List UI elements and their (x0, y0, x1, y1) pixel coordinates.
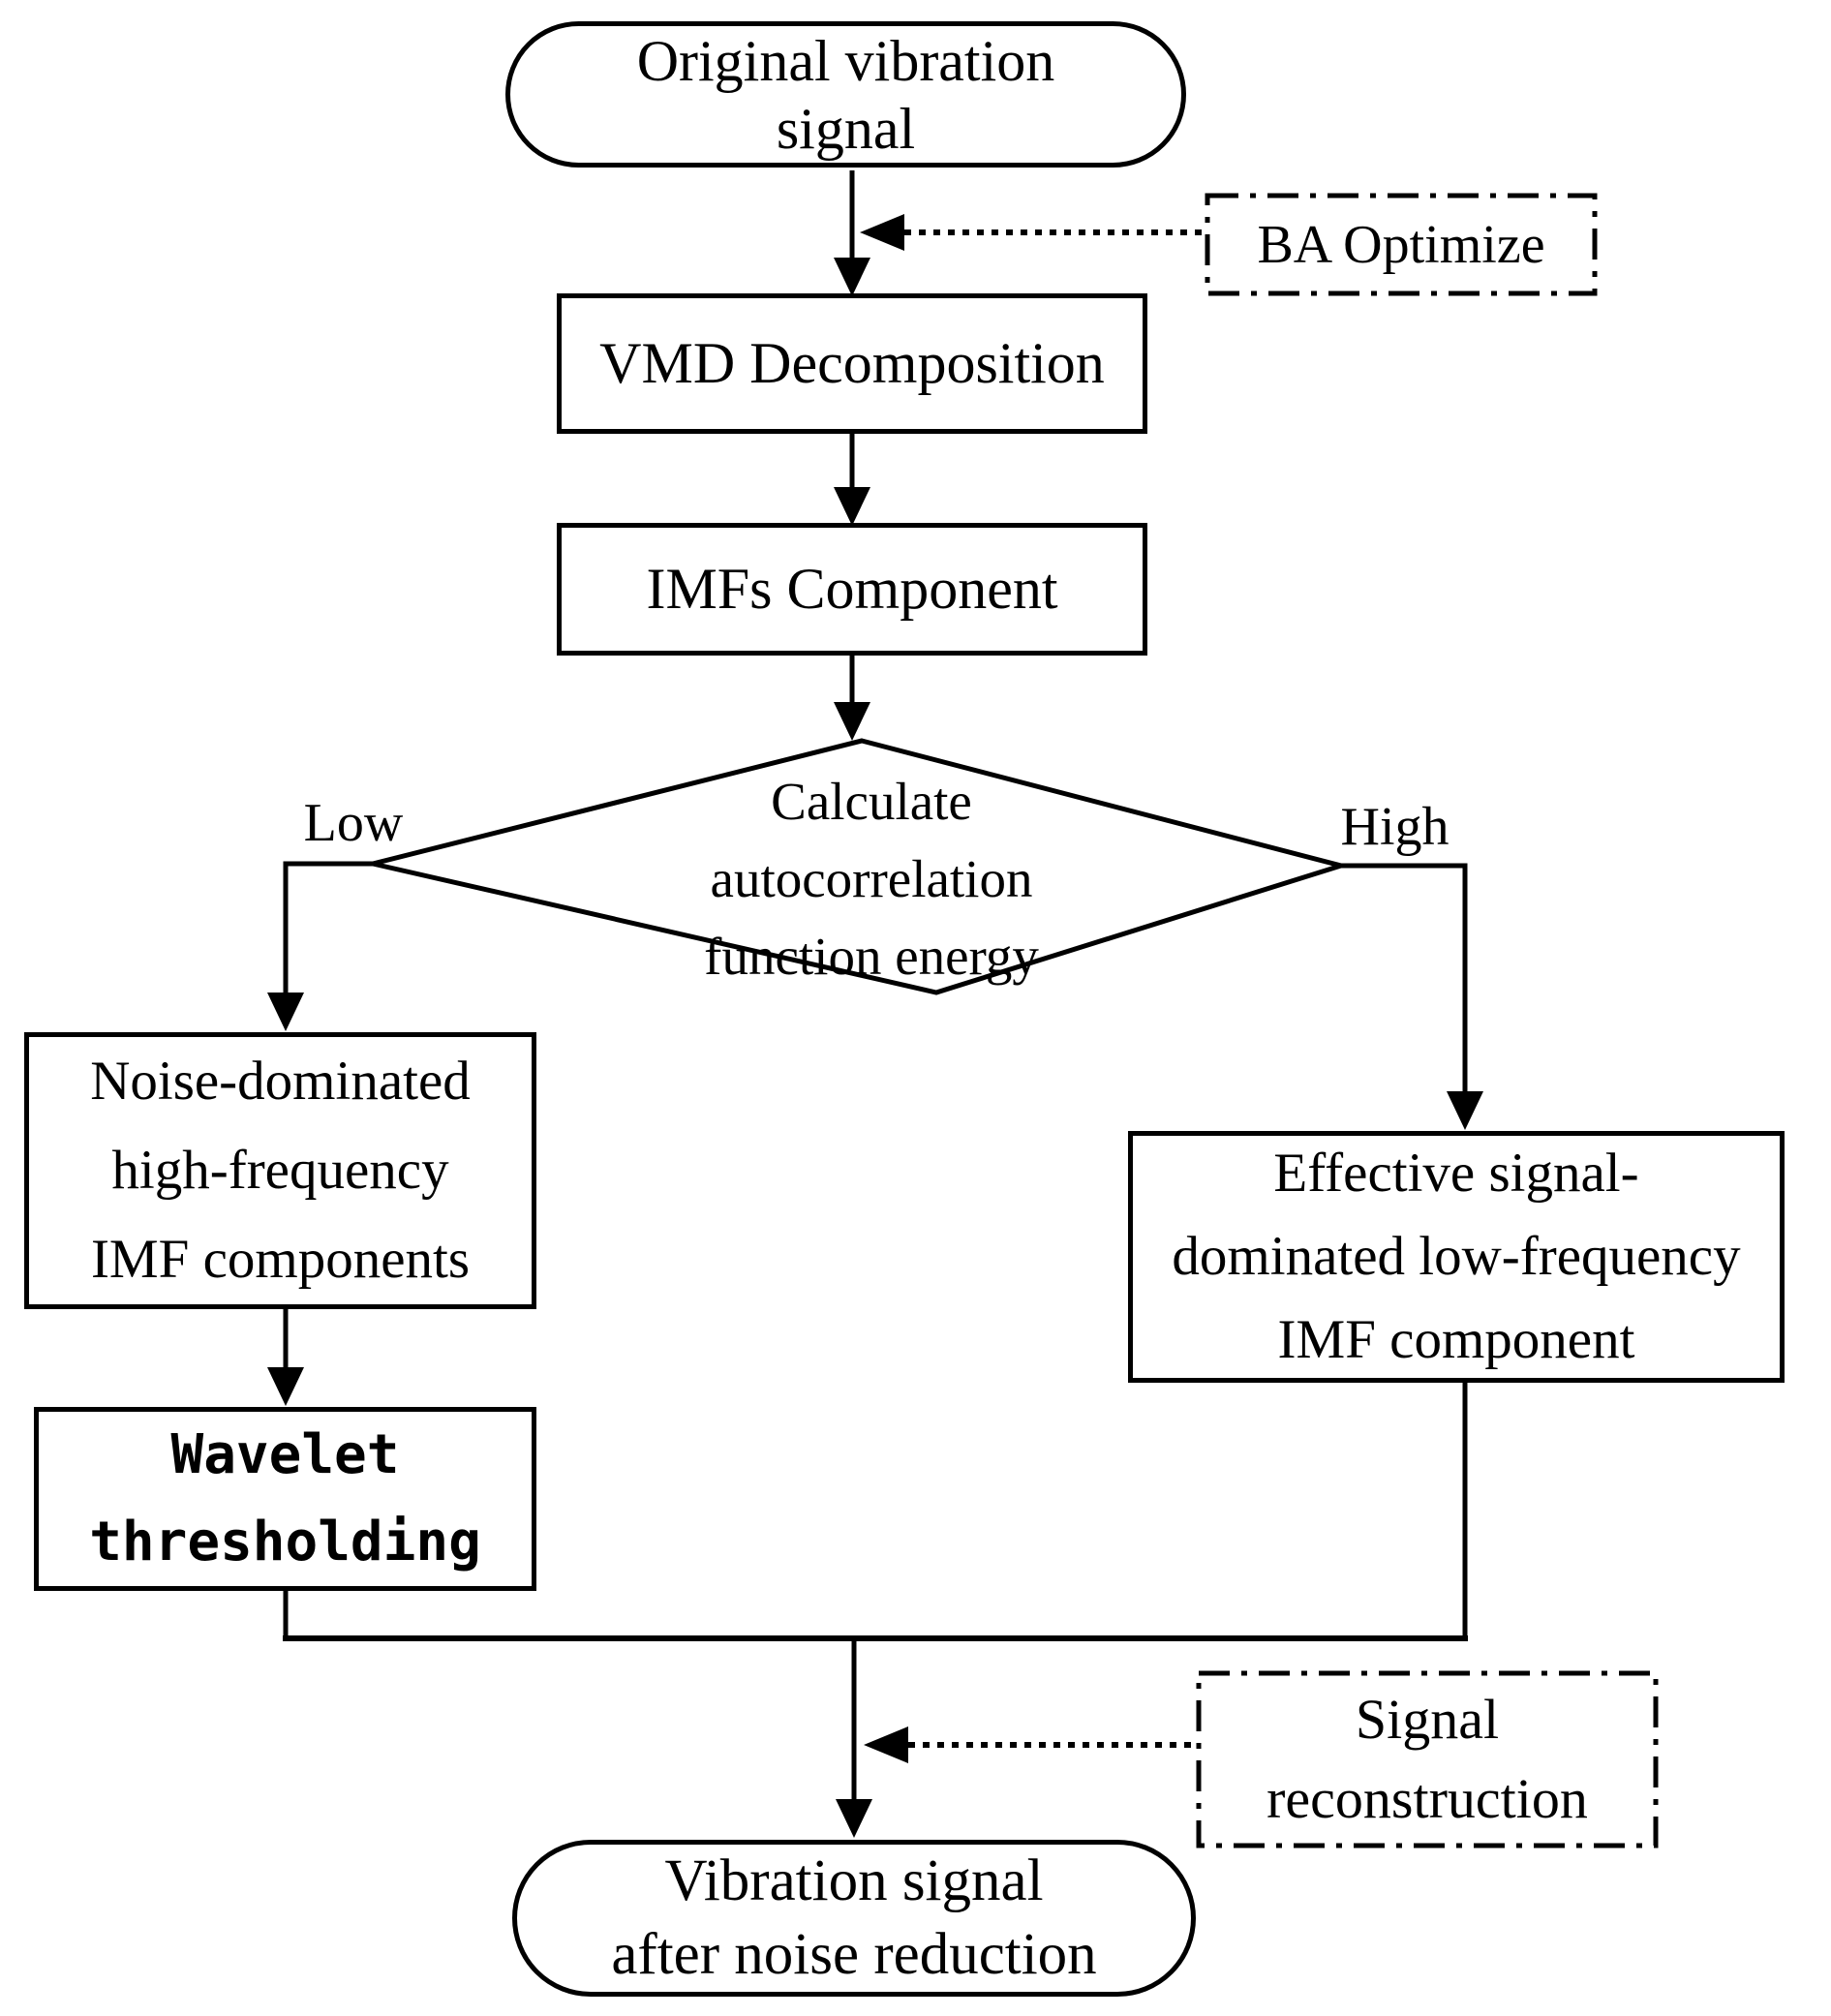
node-text-line: Effective signal- (1273, 1143, 1639, 1204)
node-text-line: Signal (1355, 1688, 1500, 1751)
arrowhead-into-wavelet (267, 1367, 304, 1406)
arrowhead-into-effective (1447, 1091, 1483, 1130)
branch-label-text: High (1340, 797, 1450, 857)
ba-optimize-border (1205, 193, 1598, 296)
node-imfs-component: IMFs Component (557, 523, 1147, 656)
arrowhead-into-vmd (834, 258, 870, 296)
node-text-line: after noise reduction (611, 1922, 1097, 1987)
arrowhead-into-imfs (834, 487, 870, 526)
node-ba-optimize: BA Optimize (1207, 196, 1595, 293)
node-vibration-signal-after-noise-reduction: Vibration signal after noise reduction (512, 1840, 1196, 1997)
node-text-line: reconstruction (1266, 1767, 1588, 1830)
node-text-line: BA Optimize (1257, 214, 1545, 275)
edge-low-branch (283, 861, 373, 995)
arrowhead-into-output (836, 1799, 872, 1838)
arrowhead-ba-optimize (860, 214, 904, 251)
node-text-line: IMF component (1277, 1309, 1635, 1370)
node-text-line: dominated low-frequency (1172, 1226, 1741, 1287)
arrowhead-into-decision (834, 702, 870, 741)
node-text-line: autocorrelation (710, 849, 1033, 908)
node-text-line: function energy (704, 927, 1039, 986)
node-vmd-decomposition: VMD Decomposition (557, 293, 1147, 434)
arrowhead-signal-reconstruction (864, 1726, 908, 1763)
node-text-line: Calculate (771, 772, 972, 831)
node-text-line: Vibration signal (664, 1848, 1044, 1913)
node-text-line: thresholding (89, 1511, 481, 1573)
edge-high-branch (1341, 863, 1468, 1094)
branch-label-low: Low (286, 792, 421, 854)
node-text-line: Noise-dominated (90, 1051, 471, 1112)
node-text-line: Wavelet (170, 1423, 400, 1486)
node-text-line: Original vibration (636, 28, 1055, 93)
decision-diamond-shape (372, 738, 1351, 995)
branch-label-text: Low (303, 793, 404, 853)
node-text-line: IMFs Component (646, 557, 1058, 621)
node-effective-signal-imf: Effective signal- dominated low-frequenc… (1128, 1131, 1785, 1383)
node-signal-reconstruction: Signal reconstruction (1199, 1673, 1656, 1846)
node-text-line: IMF components (90, 1229, 471, 1290)
node-text-line: signal (776, 96, 916, 161)
branch-label-high: High (1325, 796, 1465, 858)
node-text-line: VMD Decomposition (599, 331, 1105, 395)
node-wavelet-thresholding: Wavelet thresholding (34, 1407, 536, 1591)
node-decision-autocorrelation: Calculate autocorrelation function energ… (533, 763, 1210, 995)
node-noise-dominated-imf: Noise-dominated high-frequency IMF compo… (24, 1032, 536, 1309)
signal-reconstruction-border (1196, 1670, 1659, 1848)
arrowhead-into-noise (267, 993, 304, 1031)
node-text-line: high-frequency (111, 1140, 449, 1201)
node-original-vibration-signal: Original vibration signal (505, 21, 1186, 168)
